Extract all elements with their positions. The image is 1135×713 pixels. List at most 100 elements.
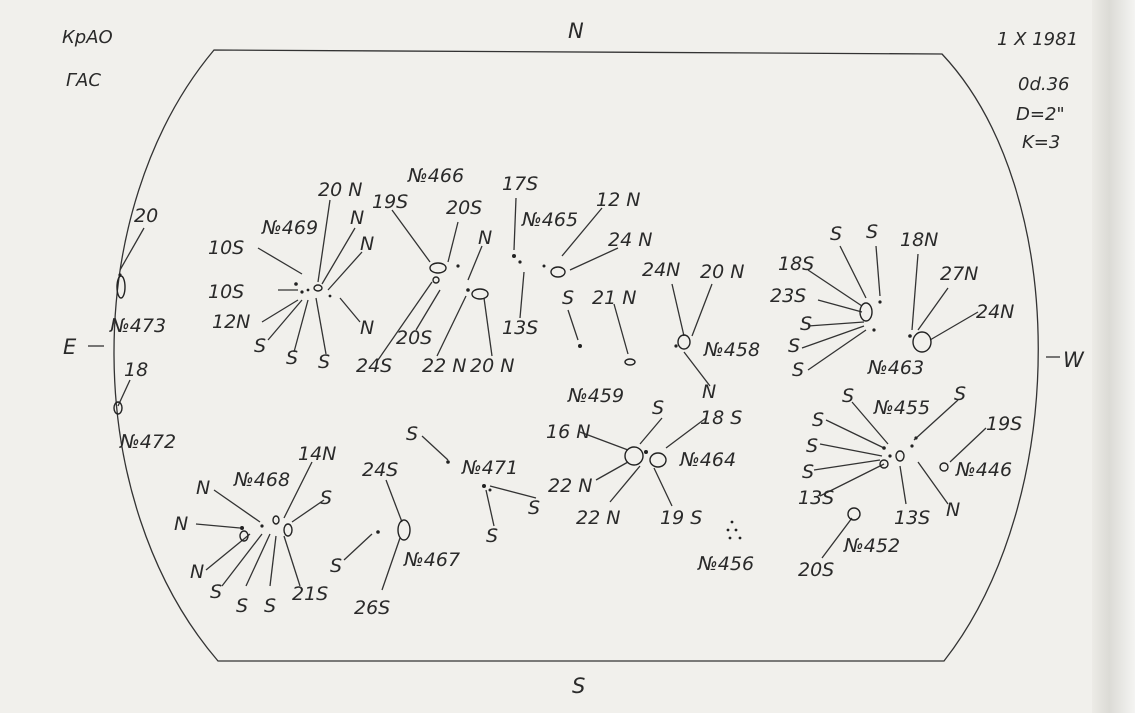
field-label: S xyxy=(830,223,842,245)
field-label: 18N xyxy=(900,229,938,251)
field-label: 22 N xyxy=(422,355,466,377)
region-label-456: №456 xyxy=(697,553,754,575)
region-label-469: №469 xyxy=(261,217,318,239)
sunspot-sketches xyxy=(113,254,949,542)
direction-west: W xyxy=(1063,348,1085,372)
leader-lines xyxy=(117,197,987,591)
field-label: S xyxy=(330,555,342,577)
field-label: 20 N xyxy=(318,179,362,201)
field-label: S xyxy=(406,423,418,445)
solar-disk-outline xyxy=(113,49,1039,662)
field-label: S xyxy=(562,287,574,309)
field-label: 10S xyxy=(208,237,244,259)
field-label: S xyxy=(320,487,332,509)
direction-north: N xyxy=(568,19,584,43)
scan-page-edge xyxy=(1092,0,1135,713)
field-label: S xyxy=(652,397,664,419)
region-label-446: №446 xyxy=(955,459,1012,481)
field-label: 12N xyxy=(212,311,250,333)
field-label: 17S xyxy=(502,173,538,195)
field-label: S xyxy=(788,335,800,357)
field-label: N xyxy=(196,477,210,499)
field-label: N xyxy=(190,561,204,583)
region-label-473: №473 xyxy=(109,315,166,337)
field-label: 24S xyxy=(356,355,392,377)
field-label: 19 S xyxy=(660,507,702,529)
field-label: 18 S xyxy=(700,407,742,429)
field-label: S xyxy=(318,351,330,373)
field-label: S xyxy=(866,221,878,243)
field-label: N xyxy=(350,207,364,229)
field-label: 21 N xyxy=(592,287,636,309)
region-label-459: №459 xyxy=(567,385,624,407)
field-label: 23S xyxy=(770,285,806,307)
k-index-label: K=3 xyxy=(1022,132,1060,153)
field-label: S xyxy=(812,409,824,431)
field-label: S xyxy=(528,497,540,519)
field-label: 24 N xyxy=(608,229,652,251)
field-label: 24S xyxy=(362,459,398,481)
field-label: 26S xyxy=(354,597,390,619)
direction-south: S xyxy=(572,674,585,698)
field-label: 20S xyxy=(798,559,834,581)
field-label: 18 xyxy=(124,359,148,381)
field-label: 19S xyxy=(986,413,1022,435)
field-label: 27N xyxy=(940,263,978,285)
field-label: 20S xyxy=(446,197,482,219)
field-label: 10S xyxy=(208,281,244,303)
observatory-label: КрАО xyxy=(62,27,113,48)
field-label: N xyxy=(478,227,492,249)
instrument-label: ГАС xyxy=(66,70,101,91)
region-label-466: №466 xyxy=(407,165,464,187)
field-label: S xyxy=(842,385,854,407)
field-label: S xyxy=(264,595,276,617)
field-label: 24N xyxy=(976,301,1014,323)
region-labels: 20 №473 18 №472 20 N №469 10S N 10S N 12… xyxy=(109,165,1022,619)
region-label-467: №467 xyxy=(403,549,460,571)
field-label: 22 N xyxy=(548,475,592,497)
field-label: S xyxy=(254,335,266,357)
region-label-452: №452 xyxy=(843,535,900,557)
field-label: 24N xyxy=(642,259,680,281)
field-label: S xyxy=(802,461,814,483)
direction-east: E xyxy=(63,335,77,359)
diameter-label: D=2" xyxy=(1016,104,1065,125)
field-label: S xyxy=(236,595,248,617)
date-label: 1 X 1981 xyxy=(997,29,1078,50)
field-label: N xyxy=(702,381,716,403)
field-label: 13S xyxy=(798,487,834,509)
region-label-465: №465 xyxy=(521,209,578,231)
region-label-458: №458 xyxy=(703,339,760,361)
field-label: 12 N xyxy=(596,189,640,211)
region-label-472: №472 xyxy=(119,431,176,453)
region-label-463: №463 xyxy=(867,357,924,379)
field-label: 19S xyxy=(372,191,408,213)
field-label: 21S xyxy=(292,583,328,605)
field-label: 20 N xyxy=(700,261,744,283)
field-label: N xyxy=(946,499,960,521)
field-label: 14N xyxy=(298,443,336,465)
field-label: N xyxy=(174,513,188,535)
field-label: S xyxy=(954,383,966,405)
field-label: S xyxy=(806,435,818,457)
field-label: 20 N xyxy=(470,355,514,377)
region-label-471: №471 xyxy=(461,457,518,479)
region-label-468: №468 xyxy=(233,469,290,491)
field-label: S xyxy=(792,359,804,381)
field-label: S xyxy=(486,525,498,547)
field-label: S xyxy=(286,347,298,369)
field-label: S xyxy=(210,581,222,603)
field-label: 18S xyxy=(778,253,814,275)
field-label: N xyxy=(360,233,374,255)
field-label: N xyxy=(360,317,374,339)
field-label: 16 N xyxy=(546,421,590,443)
field-label: 20 xyxy=(134,205,158,227)
field-label: 22 N xyxy=(576,507,620,529)
time-label: 0d.36 xyxy=(1018,74,1070,95)
region-label-455: №455 xyxy=(873,397,930,419)
field-label: S xyxy=(800,313,812,335)
field-label: 20S xyxy=(396,327,432,349)
field-label: 13S xyxy=(894,507,930,529)
region-label-464: №464 xyxy=(679,449,736,471)
